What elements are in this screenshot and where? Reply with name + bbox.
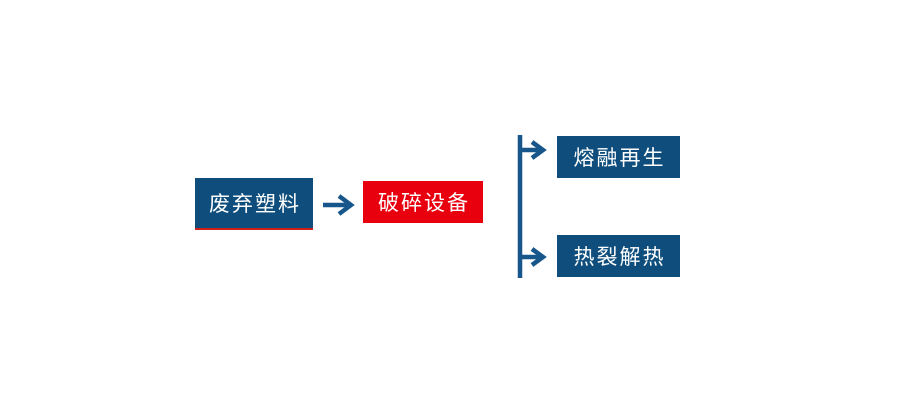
node-waste-plastic: 废弃塑料 (195, 178, 313, 230)
branch-arrow-bottom-icon (520, 247, 547, 267)
node-thermal-pyrolysis: 热裂解热 (557, 235, 680, 277)
node-melt-regeneration: 熔融再生 (557, 136, 680, 178)
arrow-right-icon (323, 194, 355, 216)
node-thermal-pyrolysis-label: 热裂解热 (573, 246, 666, 269)
node-waste-plastic-label: 废弃塑料 (209, 193, 301, 216)
branch-connector (517, 135, 547, 278)
node-melt-regeneration-label: 熔融再生 (573, 147, 666, 170)
node-crushing-equipment-label: 破碎设备 (378, 192, 470, 215)
branch-arrow-top-icon (520, 140, 547, 160)
node-crushing-equipment: 破碎设备 (363, 181, 483, 223)
